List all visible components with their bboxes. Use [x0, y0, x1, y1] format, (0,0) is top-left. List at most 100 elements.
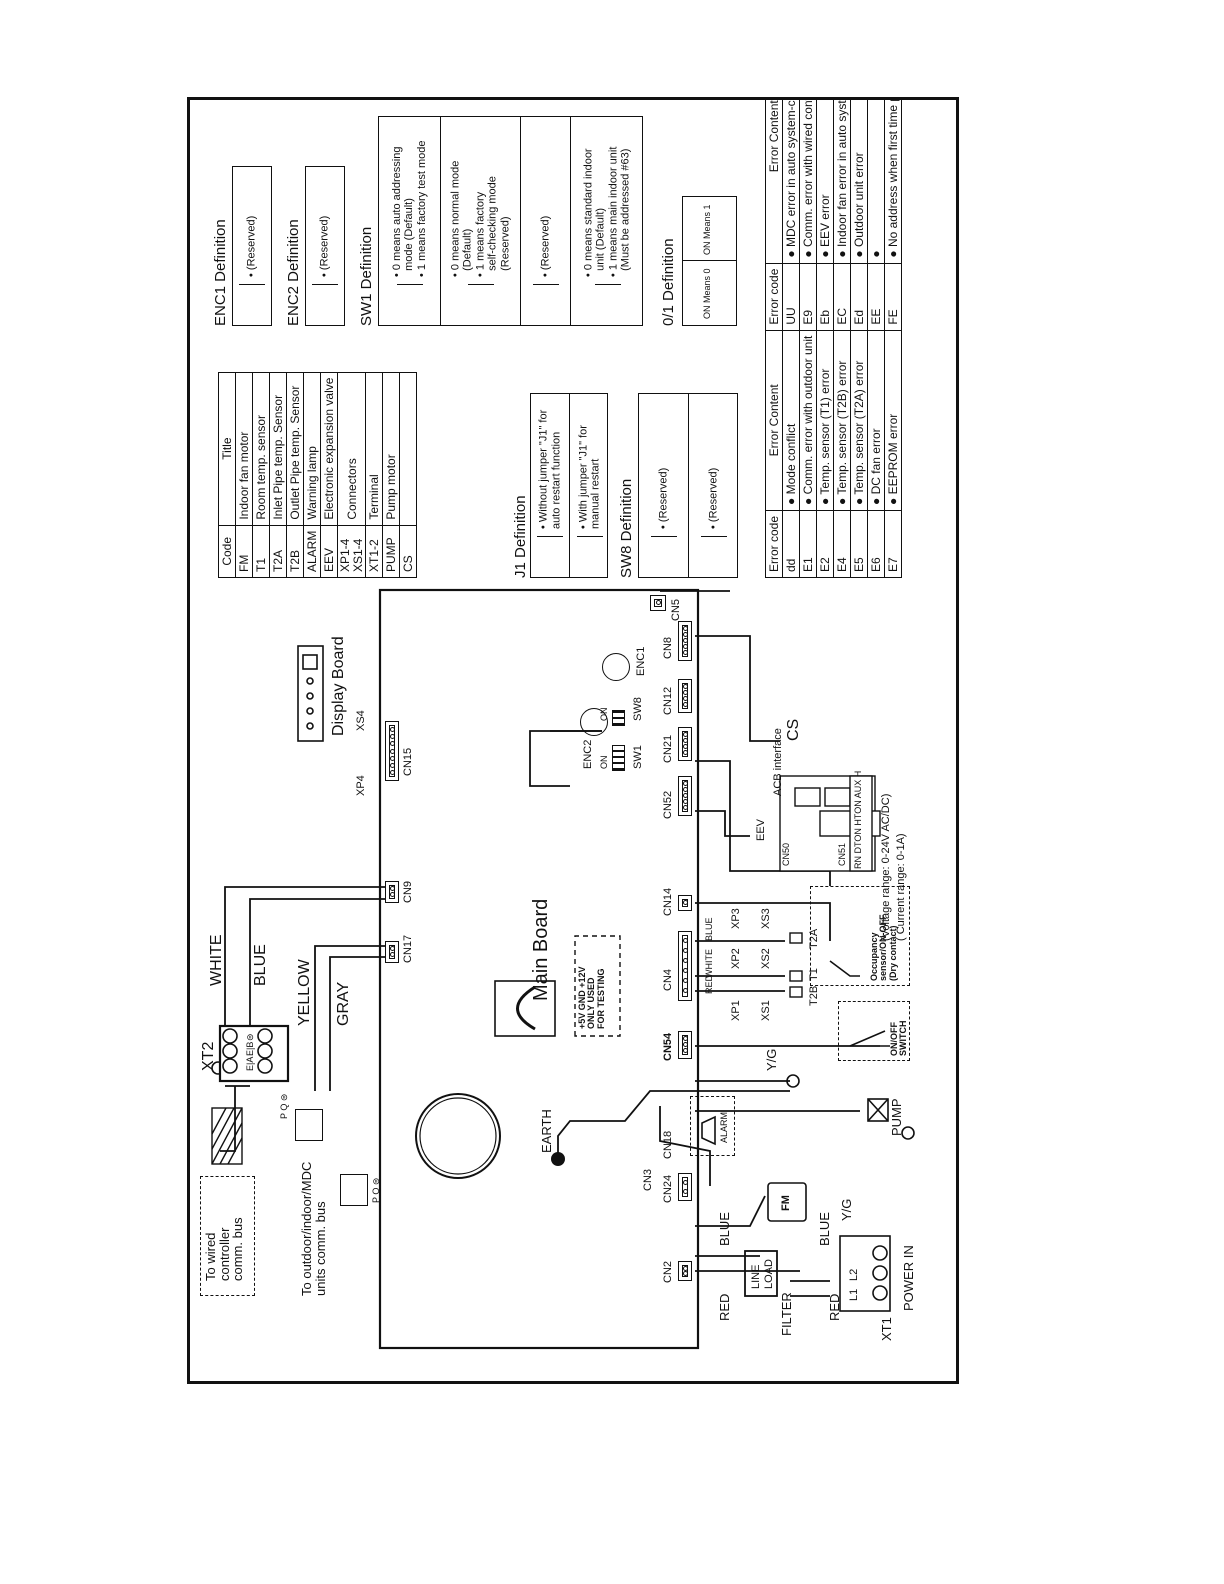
cn2-connector	[678, 1261, 692, 1281]
cn8-label: CN8	[662, 636, 674, 659]
occupancy-switch-sym	[829, 960, 860, 977]
earth-dot	[551, 1152, 565, 1166]
code-header: Code	[218, 525, 236, 578]
wire-yellow-label: YELLOW	[296, 959, 313, 1026]
wire-white	[224, 886, 395, 1039]
current-range: ( Current range: 0-1A)	[895, 833, 907, 941]
error-code-header: Error code	[765, 510, 783, 578]
sw1-row-1: • 0 means auto addressing mode (Default)…	[379, 117, 441, 325]
error-table: Error code Error Content Error code Erro…	[765, 100, 902, 578]
wire-cn50	[695, 760, 831, 886]
xp1-label: XP1	[730, 1000, 742, 1021]
sw8-row-1: • (Reserved)	[639, 394, 689, 577]
fm-label: FM	[780, 1195, 792, 1211]
cn50-label: CN50	[781, 842, 791, 866]
cn21-connector	[678, 727, 692, 761]
cs-label: CS	[785, 718, 802, 741]
onoff-switch-sym	[849, 1030, 890, 1047]
sw1-row-4: • 0 means standard indoor unit (Default)…	[571, 117, 644, 325]
enc1-definition-box: • (Reserved)	[232, 166, 272, 326]
error-code-header-2: Error code	[765, 263, 783, 331]
sw8-switch	[612, 710, 630, 726]
cn18-label: CN18	[662, 1130, 674, 1159]
enc2-dial-icon	[312, 284, 338, 321]
enc2-dial	[580, 708, 613, 736]
enc1-dial	[602, 653, 635, 681]
t2a-label: T2A	[808, 928, 820, 949]
xt1-l2: L2	[848, 1268, 860, 1281]
main-board-outline	[378, 588, 700, 1350]
sw1-label: SW1	[632, 745, 644, 769]
j1-row-2: • With jumper "J1" for manual restart	[570, 394, 609, 577]
display-board-label: Display Board	[330, 636, 347, 736]
wire-filter-out	[790, 1280, 830, 1297]
blue-label-2: BLUE	[817, 1212, 832, 1246]
title-header: Title	[218, 372, 236, 526]
ground-pump	[901, 1126, 915, 1140]
xt1-l1: L1	[848, 1288, 860, 1301]
main-board-title: Main Board	[530, 898, 552, 1001]
comm-bus-cable	[211, 1107, 243, 1165]
sw1-title: SW1 Definition	[358, 226, 375, 326]
xt2-terminal-b: E|B	[245, 1041, 255, 1056]
xs2-label: XS2	[760, 948, 772, 969]
coil-arc	[516, 985, 536, 1031]
yg-label-2: Y/G	[839, 1198, 854, 1221]
testing-box	[574, 935, 621, 1037]
cn2-label: CN2	[662, 1260, 674, 1283]
sw8-label: SW8	[632, 697, 644, 721]
filter-box	[744, 1250, 778, 1297]
sw8-title: SW8 Definition	[618, 478, 635, 578]
xt2-terminal-gnd: ⊜	[245, 1033, 255, 1041]
filter-load-label: LOAD	[763, 1259, 775, 1289]
fm-box	[767, 1182, 807, 1222]
wired-controller-note: To wired controller comm. bus	[203, 1217, 246, 1281]
wire-white-label: WHITE	[208, 934, 225, 986]
cn4-white-label: WHITE	[704, 949, 714, 978]
power-in-label: POWER IN	[901, 1245, 916, 1311]
jumper-closed-icon	[576, 536, 603, 573]
sw1-row-3: • (Reserved)	[521, 117, 571, 325]
blue-label-1: BLUE	[717, 1212, 732, 1246]
wire-fm	[695, 1195, 766, 1227]
pump-label: PUMP	[889, 1098, 904, 1136]
t1-label: T1	[808, 968, 820, 981]
pq-connector-upper	[295, 1109, 323, 1141]
sw1-row-2: • 0 means normal mode (Default)• 1 means…	[441, 117, 521, 325]
zero-on-label: ON	[702, 305, 712, 320]
j1-title: J1 Definition	[512, 495, 529, 578]
wire-cn14	[695, 902, 831, 941]
xs1-label: XS1	[760, 1000, 772, 1021]
alarm-label: ALARM	[719, 1111, 729, 1143]
transformer-inner	[419, 1097, 497, 1175]
cn5-connector	[650, 595, 666, 611]
cn4-blue-label: BLUE	[704, 917, 714, 941]
transformer-circle	[415, 1093, 501, 1179]
cn4-red-label: RED	[704, 974, 714, 994]
cn54-connector	[678, 1031, 692, 1059]
zero-one-box: ON Means 0 ON Means 1	[682, 196, 737, 326]
pq-upper-labels: P Q ⊜	[279, 1093, 289, 1119]
jumper-open-icon	[537, 536, 563, 573]
cn17-connector	[385, 941, 399, 963]
xp3-label: XP3	[730, 908, 742, 929]
sw1-icon	[594, 284, 621, 321]
pq-connector-lower	[340, 1174, 368, 1206]
sw1-switch	[612, 745, 630, 771]
cn9-label: CN9	[402, 880, 414, 903]
sw1-icon	[467, 284, 494, 321]
filter-label: FILTER	[779, 1292, 794, 1336]
zero-one-title: 0/1 Definition	[660, 238, 677, 326]
